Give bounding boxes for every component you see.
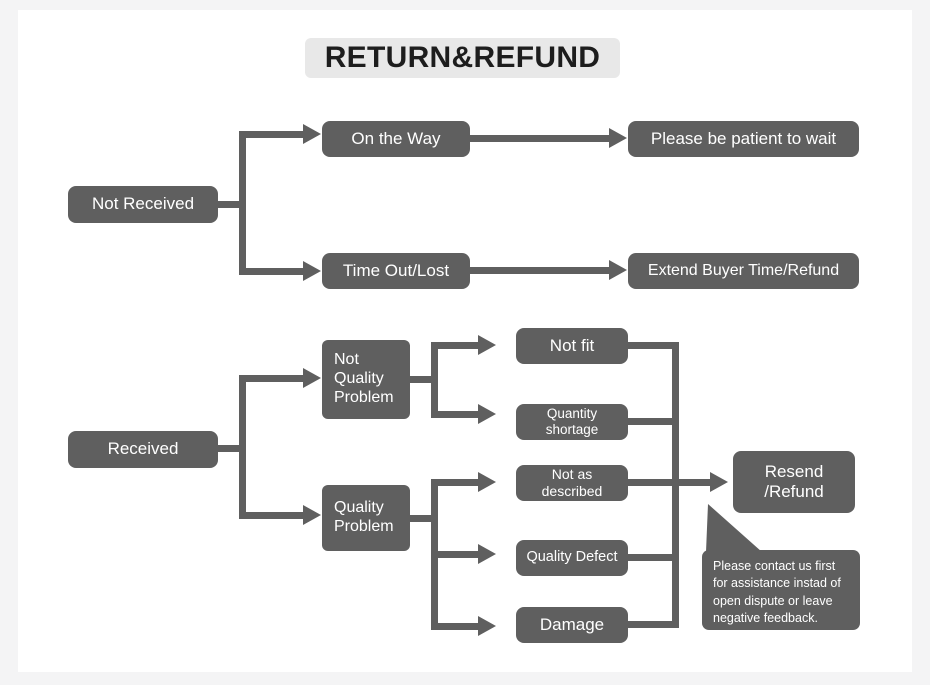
callout-note-text: Please contact us first for assistance i…: [713, 559, 841, 625]
connector-time-out-to-extend: [470, 267, 613, 274]
arrowhead-extend-buyer: [609, 260, 627, 280]
callout-note: Please contact us first for assistance i…: [702, 550, 860, 630]
arrowhead-on-the-way: [303, 124, 321, 144]
node-please-be-patient[interactable]: Please be patient to wait: [628, 121, 859, 157]
node-quantity-shortage[interactable]: Quantity shortage: [516, 404, 628, 440]
node-not-quality-problem-label: Not Quality Problem: [334, 351, 394, 406]
page-title: RETURN&REFUND: [305, 38, 620, 78]
node-resend-refund[interactable]: Resend /Refund: [733, 451, 855, 513]
node-not-received-label: Not Received: [91, 194, 195, 214]
node-extend-buyer-time-refund[interactable]: Extend Buyer Time/Refund: [628, 253, 859, 289]
arrowhead-quality-defect: [478, 544, 496, 564]
connector-quality-to-damage: [431, 623, 482, 630]
connector-received-to-not-quality: [239, 375, 307, 382]
connector-quality-to-quality-defect: [431, 551, 482, 558]
node-not-quality-problem[interactable]: Not Quality Problem: [322, 340, 410, 419]
node-on-the-way-label: On the Way: [351, 128, 441, 148]
connector-not-received-stub: [218, 201, 246, 208]
connector-received-trunk: [239, 375, 246, 519]
connector-not-quality-trunk: [431, 342, 438, 418]
connector-not-received-to-on-the-way: [239, 131, 307, 138]
connector-not-fit-to-bus: [628, 342, 679, 349]
node-resend-refund-label: Resend /Refund: [764, 461, 824, 501]
connector-not-quality-to-quantity-shortage: [431, 411, 482, 418]
connector-not-as-described-to-bus: [628, 479, 679, 486]
connector-not-received-to-time-out: [239, 268, 307, 275]
arrowhead-not-quality-problem: [303, 368, 321, 388]
connector-quality-defect-to-bus: [628, 554, 679, 561]
connector-received-stub: [218, 445, 246, 452]
connector-received-to-quality: [239, 512, 307, 519]
node-quality-defect[interactable]: Quality Defect: [516, 540, 628, 576]
node-not-as-described-label: Not as described: [541, 466, 603, 499]
connector-not-quality-to-not-fit: [431, 342, 482, 349]
node-quality-problem-label: Quality Problem: [334, 499, 394, 535]
node-not-fit[interactable]: Not fit: [516, 328, 628, 364]
node-quality-defect-label: Quality Defect: [526, 549, 618, 566]
arrowhead-quality-problem: [303, 505, 321, 525]
arrowhead-resend-refund: [710, 472, 728, 492]
connector-quality-stub: [410, 515, 438, 522]
arrowhead-not-fit: [478, 335, 496, 355]
node-damage-label: Damage: [539, 614, 605, 634]
node-time-out-lost-label: Time Out/Lost: [342, 260, 450, 280]
connector-on-the-way-to-wait: [470, 135, 613, 142]
node-quantity-shortage-label: Quantity shortage: [545, 406, 599, 437]
connector-bus-to-resend-refund: [672, 479, 714, 486]
node-not-fit-label: Not fit: [549, 335, 595, 355]
node-extend-buyer-time-refund-label: Extend Buyer Time/Refund: [647, 261, 840, 279]
node-quality-problem[interactable]: Quality Problem: [322, 485, 410, 551]
arrowhead-time-out: [303, 261, 321, 281]
callout-tail-icon: [706, 504, 762, 552]
node-not-as-described[interactable]: Not as described: [516, 465, 628, 501]
connector-damage-to-bus: [628, 621, 679, 628]
node-received[interactable]: Received: [68, 431, 218, 468]
connector-quality-to-not-as-described: [431, 479, 482, 486]
connector-not-quality-stub: [410, 376, 438, 383]
connector-quantity-shortage-to-bus: [628, 418, 679, 425]
node-please-be-patient-label: Please be patient to wait: [650, 128, 837, 148]
arrowhead-damage: [478, 616, 496, 636]
node-time-out-lost[interactable]: Time Out/Lost: [322, 253, 470, 289]
arrowhead-please-wait: [609, 128, 627, 148]
node-not-received[interactable]: Not Received: [68, 186, 218, 223]
connector-not-received-trunk: [239, 131, 246, 275]
page-title-text: RETURN&REFUND: [324, 41, 601, 74]
node-damage[interactable]: Damage: [516, 607, 628, 643]
arrowhead-not-as-described: [478, 472, 496, 492]
arrowhead-quantity-shortage: [478, 404, 496, 424]
node-received-label: Received: [107, 439, 179, 459]
node-on-the-way[interactable]: On the Way: [322, 121, 470, 157]
